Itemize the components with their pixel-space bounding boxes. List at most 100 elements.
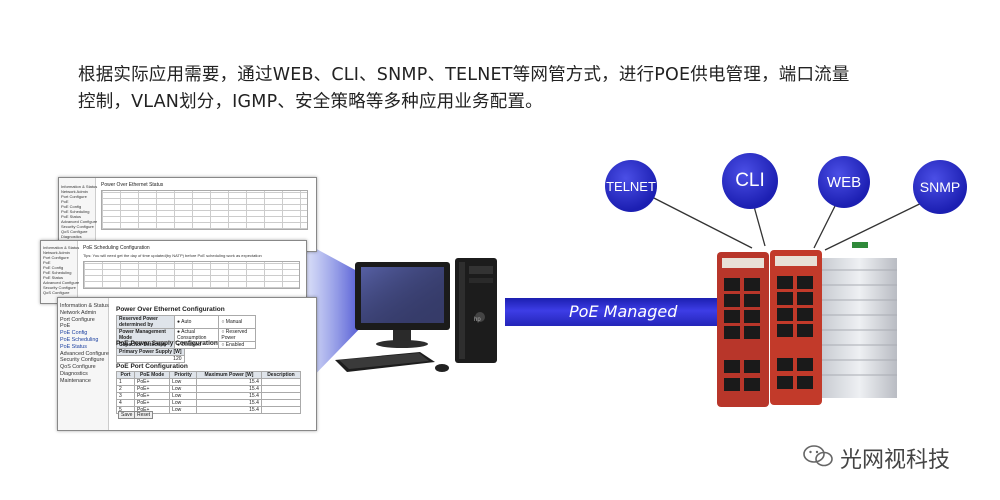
mode-select[interactable]: PoE+ [134, 399, 171, 407]
priority-select[interactable]: Low [169, 392, 198, 400]
reset-button[interactable]: Reset [134, 411, 154, 419]
description-input[interactable] [260, 385, 302, 393]
column-header: Priority [169, 371, 198, 379]
supply-title: PoE Power Supply Configuration [116, 340, 218, 347]
projection-beam [300, 240, 370, 390]
sidebar-item: Advanced Configure [43, 280, 80, 285]
row-label: Power Management Mode [116, 328, 175, 342]
radio-option[interactable]: ○ Manual [218, 315, 256, 329]
sidebar-item: PoE Status [60, 343, 87, 350]
priority-select[interactable]: Low [169, 385, 198, 393]
supply-header: Primary Power Supply [W] [116, 348, 185, 356]
sidebar-item: Security Configure [60, 357, 105, 364]
mode-select[interactable]: PoE+ [134, 385, 171, 393]
sidebar-item: PoE Scheduling [60, 336, 99, 343]
screenshot-poe-scheduling: Information & Status Network Admin Port … [40, 240, 307, 304]
description-input[interactable] [260, 406, 302, 414]
sidebar-item: Information & Status [43, 245, 80, 250]
power-settings-table: Reserved Power determined by ● Auto ○ Ma… [116, 315, 256, 349]
table-row: 3 PoE+ Low 15.4 [115, 392, 302, 400]
page-title: PoE Scheduling Configuration [83, 245, 150, 251]
sidebar-item: Port Configure [60, 316, 95, 323]
table-row: Power Management Mode ● Actual Consumpti… [116, 328, 256, 342]
power-input[interactable]: 15.4 [196, 399, 262, 407]
power-input[interactable]: 15.4 [196, 385, 262, 393]
cli-bubble: CLI [722, 153, 778, 209]
sidebar-item: PoE Status [61, 214, 82, 219]
radio-option[interactable]: ● Disabled [173, 341, 220, 349]
description-input[interactable] [260, 378, 302, 386]
svg-text:hp: hp [474, 317, 481, 323]
radio-option[interactable]: ○ Enabled [218, 341, 256, 349]
supply-table: Primary Power Supply [W] 120 [116, 348, 185, 363]
sidebar-item: Security Configure [61, 224, 94, 229]
port-cell: 3 [115, 392, 136, 400]
port-cell: 2 [115, 385, 136, 393]
column-header: PoE Mode [134, 371, 171, 379]
sidebar-item: PoE [61, 199, 69, 204]
sidebar: Information & Status Network Admin Port … [58, 298, 109, 430]
screenshot-poe-config: Information & Status Network Admin Port … [57, 297, 317, 431]
sidebar-item: QoS Configure [43, 290, 70, 295]
sidebar-item: Security Configure [43, 285, 76, 290]
sidebar-item: PoE Status [43, 275, 64, 280]
sidebar-item: PoE [43, 260, 51, 265]
table-header-row: Port PoE Mode Priority Maximum Power [W]… [115, 371, 302, 379]
watermark-text: 光网视科技 [840, 448, 951, 473]
port-cell: 1 [115, 378, 136, 386]
mode-select[interactable]: PoE+ [134, 392, 171, 400]
priority-select[interactable]: Low [169, 399, 198, 407]
mode-select[interactable]: PoE+ [134, 378, 171, 386]
computer-icon: hp [335, 258, 497, 372]
sidebar-item: Port Configure [61, 194, 87, 199]
sidebar-item: PoE [60, 323, 71, 330]
power-input[interactable]: 15.4 [196, 406, 262, 414]
snmp-bubble: SNMP [913, 160, 967, 214]
caption-line-2: 控制，VLAN划分，IGMP、安全策略等多种应用业务配置。 [78, 92, 543, 112]
sidebar-item: PoE Config [60, 330, 88, 337]
table-row: 4 PoE+ Low 15.4 [115, 399, 302, 407]
sidebar-item: Information & Status [60, 303, 109, 309]
priority-select[interactable]: Low [169, 378, 198, 386]
sidebar-item: Port Configure [43, 255, 69, 260]
port-cell: 4 [115, 399, 136, 407]
link-label: PoE Managed [569, 302, 678, 321]
power-input[interactable]: 15.4 [196, 392, 262, 400]
sidebar-item: PoE Config [61, 204, 82, 209]
description-input[interactable] [260, 392, 302, 400]
status-table [101, 190, 308, 230]
page-title: Power Over Ethernet Status [101, 182, 164, 188]
tips-note: Tips: You will need get the day of time … [83, 253, 262, 258]
telnet-bubble: TELNET [605, 160, 657, 212]
priority-select[interactable]: Low [169, 406, 198, 414]
column-header: Maximum Power [W] [196, 371, 262, 379]
description-input[interactable] [260, 399, 302, 407]
sidebar-item: PoE Scheduling [61, 209, 90, 214]
sidebar-item: Advanced Configure [61, 219, 98, 224]
sidebar-item: PoE Config [43, 265, 64, 270]
power-input[interactable]: 15.4 [196, 378, 262, 386]
wechat-icon [803, 445, 833, 467]
port-config-title: PoE Port Configuration [116, 363, 188, 370]
sidebar: Information & Status Network Admin Port … [59, 178, 98, 251]
sidebar-item: Network Admin [61, 189, 88, 194]
sidebar-item: Diagnostics [60, 370, 88, 377]
page-title: Power Over Ethernet Configuration [116, 306, 225, 313]
radio-option[interactable]: ○ Reserved Power [218, 328, 256, 342]
table-row: Reserved Power determined by ● Auto ○ Ma… [116, 315, 256, 329]
row-label: Reserved Power determined by [116, 315, 175, 329]
sidebar-item: Network Admin [60, 309, 97, 316]
port-config-table: Port PoE Mode Priority Maximum Power [W]… [115, 371, 302, 414]
sidebar-item: PoE Scheduling [43, 270, 72, 275]
table-row: 2 PoE+ Low 15.4 [115, 385, 302, 393]
sidebar: Information & Status Network Admin Port … [41, 241, 80, 303]
web-bubble: WEB [818, 156, 870, 208]
sidebar-item: Maintenance [60, 377, 91, 384]
supply-input[interactable]: 120 [116, 355, 185, 363]
radio-option[interactable]: ● Auto [173, 315, 220, 329]
sidebar-item: Diagnostics [61, 234, 82, 239]
sidebar-item: Information & Status [61, 184, 98, 189]
save-button[interactable]: Save [118, 411, 136, 419]
table-row: 1 PoE+ Low 15.4 [115, 378, 302, 386]
poe-managed-link: PoE Managed [505, 298, 727, 326]
